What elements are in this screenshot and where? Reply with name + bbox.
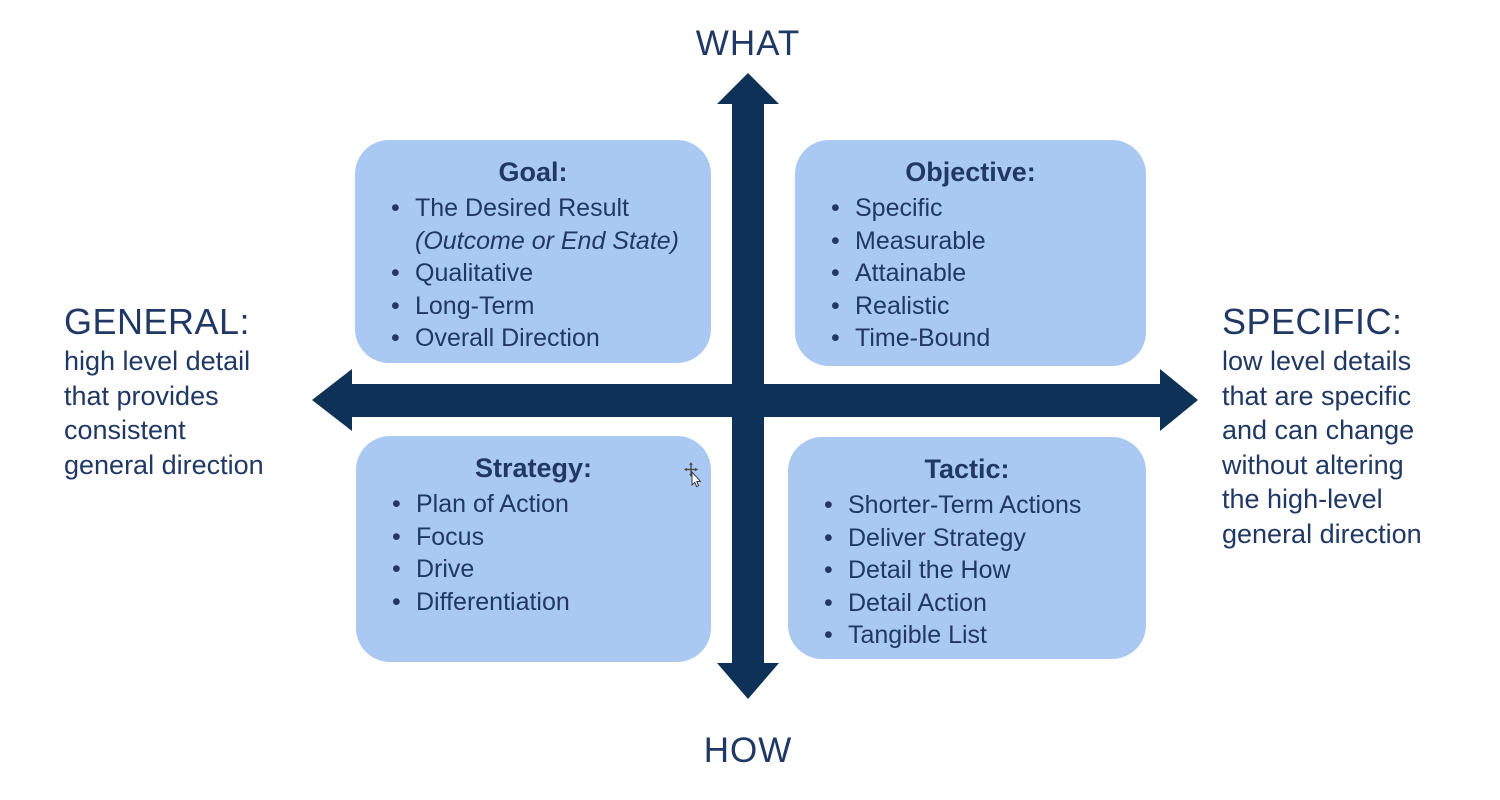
- list-item: Plan of Action: [372, 488, 695, 521]
- vertical-double-arrow-icon: [717, 73, 779, 699]
- specific-line: low level details: [1222, 346, 1412, 376]
- list-item: Differentiation: [372, 586, 695, 619]
- general-line: that provides: [64, 380, 219, 411]
- list-item: Deliver Strategy: [804, 522, 1130, 555]
- list-item: Qualitative: [371, 257, 695, 290]
- list-item: Time-Bound: [811, 322, 1130, 355]
- axis-label-how: HOW: [703, 731, 793, 770]
- specific-line: the high-level: [1222, 484, 1383, 514]
- list-item: Detail the How: [804, 554, 1130, 587]
- quadrant-tactic-list: Shorter-Term Actions Deliver Strategy De…: [804, 489, 1130, 652]
- general-line: general direction: [64, 449, 264, 480]
- list-item: The Desired Result: [371, 192, 695, 225]
- specific-title: SPECIFIC:: [1222, 301, 1403, 342]
- quadrant-goal: Goal: The Desired Result (Outcome or End…: [355, 140, 711, 363]
- general-line: consistent: [64, 415, 186, 445]
- list-item: Measurable: [811, 225, 1130, 258]
- quadrant-strategy: Strategy: Plan of Action Focus Drive Dif…: [356, 436, 711, 662]
- list-item-subnote: (Outcome or End State): [415, 226, 680, 255]
- move-cursor-icon: [684, 462, 702, 488]
- quadrant-strategy-list: Plan of Action Focus Drive Differentiati…: [372, 488, 695, 618]
- quadrant-tactic: Tactic: Shorter-Term Actions Deliver Str…: [788, 437, 1146, 659]
- axis-description-specific: SPECIFIC: low level details that are spe…: [1222, 300, 1422, 551]
- list-item: Specific: [811, 192, 1130, 225]
- list-item: Shorter-Term Actions: [804, 489, 1130, 522]
- quadrant-tactic-title: Tactic:: [924, 454, 1010, 484]
- quadrant-objective: Objective: Specific Measurable Attainabl…: [795, 140, 1146, 366]
- axis-description-general: GENERAL: high level detail that provides…: [64, 300, 264, 482]
- quadrant-objective-list: Specific Measurable Attainable Realistic…: [811, 192, 1130, 355]
- quadrant-objective-title: Objective:: [905, 157, 1036, 187]
- axis-label-what: WHAT: [695, 24, 801, 63]
- list-item: Realistic: [811, 290, 1130, 323]
- list-item: Drive: [372, 553, 695, 586]
- general-title: GENERAL:: [64, 301, 251, 342]
- specific-line: without altering: [1222, 449, 1404, 480]
- specific-line: that are specific: [1222, 380, 1412, 411]
- quadrant-goal-list: The Desired Result (Outcome or End State…: [371, 192, 695, 355]
- list-item: Focus: [372, 521, 695, 554]
- quadrant-strategy-title: Strategy:: [474, 453, 593, 483]
- list-item: Tangible List: [804, 619, 1130, 652]
- list-item: Detail Action: [804, 587, 1130, 620]
- specific-line: and can change: [1222, 415, 1415, 445]
- list-item: Long-Term: [371, 290, 695, 323]
- list-item: Attainable: [811, 257, 1130, 290]
- list-item: Overall Direction: [371, 322, 695, 355]
- quadrant-goal-title: Goal:: [498, 157, 568, 187]
- general-line: high level detail: [64, 346, 251, 376]
- specific-line: general direction: [1222, 518, 1422, 549]
